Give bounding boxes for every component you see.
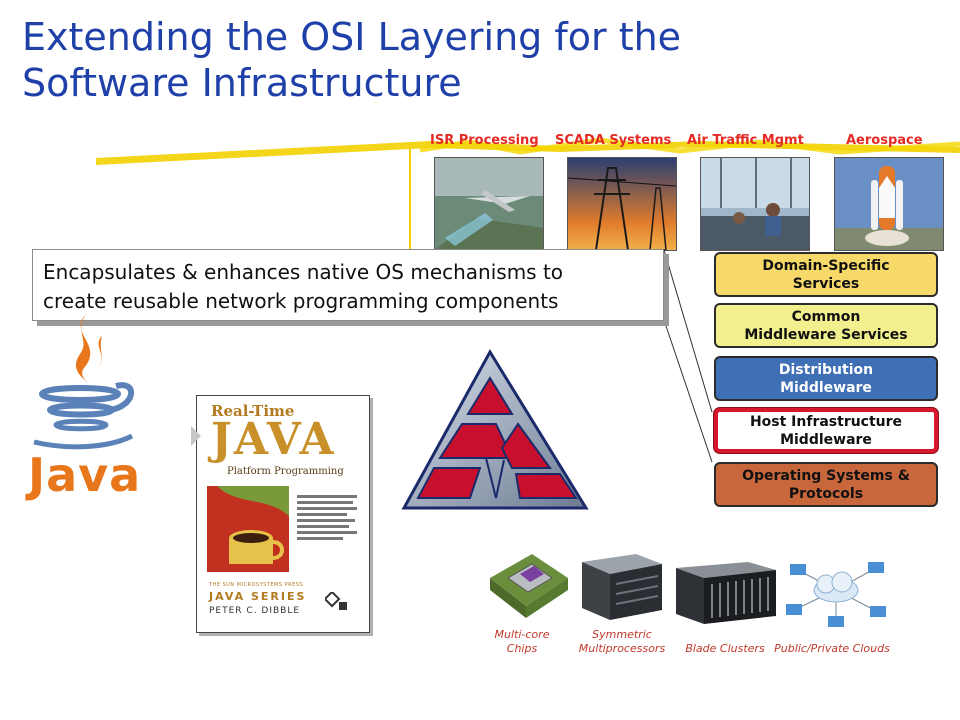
hw-label-line2: Chips: [506, 642, 538, 655]
book-author: PETER C. DIBBLE: [209, 606, 301, 616]
layer-label-line2: Middleware: [780, 431, 872, 448]
coffee-cup-icon: [207, 486, 289, 572]
app-label-air-traffic: Air Traffic Mgmt: [687, 133, 804, 148]
java-logo: Java: [28, 310, 148, 510]
app-label-scada: SCADA Systems: [555, 133, 672, 148]
space-shuttle-icon: [834, 157, 944, 251]
cloud-network-icon: [784, 556, 888, 628]
book-title-small: Real-Time: [211, 402, 295, 420]
hw-label-blade: Blade Clusters: [680, 642, 770, 656]
slide-title: Extending the OSI Layering for the Softw…: [22, 14, 782, 106]
hw-label-line1: Public/Private Clouds: [774, 642, 890, 655]
layer-label-line1: Operating Systems &: [742, 467, 910, 484]
book-pointer-arrow: [191, 426, 201, 446]
app-label-aerospace: Aerospace: [846, 133, 923, 148]
book-title-big: JAVA: [211, 414, 336, 465]
hw-label-line1: Symmetric: [592, 628, 652, 641]
layer-label-line2: Middleware Services: [744, 326, 908, 343]
layer-label-line1: Host Infrastructure: [749, 413, 903, 430]
book-blurb: [297, 492, 361, 543]
java-cup-icon: [33, 314, 135, 450]
hw-label-smp: Symmetric Multiprocessors: [576, 628, 668, 656]
server-icon: [576, 548, 668, 624]
hw-label-multicore: Multi-core Chips: [486, 628, 558, 656]
real-time-java-book: Real-Time JAVA Platform Programming THE …: [191, 395, 370, 633]
layer-label-line1: Distribution: [778, 361, 874, 378]
power-pylon-icon: [567, 157, 677, 251]
control-tower-icon: [700, 157, 810, 251]
title-line-2: Software Infrastructure: [22, 61, 462, 105]
book-series-top: THE SUN MICROSYSTEMS PRESS: [209, 582, 304, 588]
uav-icon: [434, 157, 544, 251]
triangle-emblem-icon: [401, 349, 589, 510]
layer-label-line2: Protocols: [788, 485, 864, 502]
java-wordmark: Java: [28, 448, 142, 502]
layer-label-line1: Common: [791, 308, 861, 325]
callout-line-2: create reusable network programming comp…: [43, 289, 559, 313]
book-cover-image: [207, 486, 289, 572]
book-series: JAVA SERIES: [209, 590, 307, 603]
title-line-1: Extending the OSI Layering for the: [22, 15, 682, 59]
blade-rack-icon: [672, 558, 780, 628]
hw-label-line2: Multiprocessors: [578, 642, 666, 655]
hw-label-line1: Blade Clusters: [685, 642, 765, 655]
hw-label-clouds: Public/Private Clouds: [770, 642, 894, 656]
layer-label-line1: Domain-Specific: [762, 257, 890, 274]
layer-label-line2: Services: [792, 275, 860, 292]
layer-label-line2: Middleware: [780, 379, 872, 396]
layer-operating-systems-protocols: Operating Systems &Protocols: [714, 462, 938, 507]
book-subtitle: Platform Programming: [227, 466, 344, 477]
hw-label-line1: Multi-core: [494, 628, 550, 641]
sun-logo-icon: [323, 590, 351, 618]
callout-line-1: Encapsulates & enhances native OS mechan…: [43, 260, 564, 284]
cpu-chip-icon: [482, 548, 572, 624]
callout-box: Encapsulates & enhances native OS mechan…: [32, 249, 664, 321]
app-label-isr: ISR Processing: [430, 133, 539, 148]
